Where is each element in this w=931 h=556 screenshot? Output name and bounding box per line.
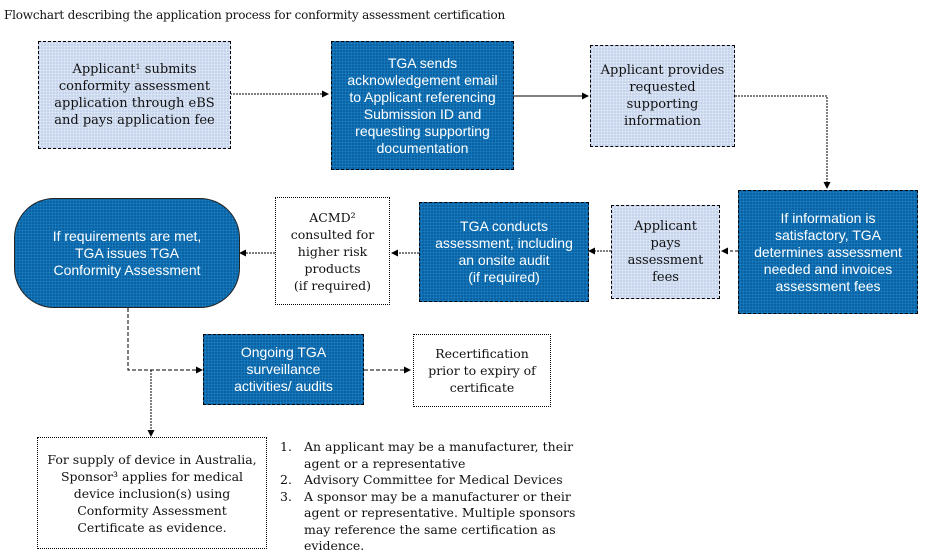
node-applicant-pays-fees: Applicant pays assessment fees — [611, 205, 720, 299]
footnotes-list: 1.An applicant may be a manufacturer, th… — [280, 439, 580, 555]
footnote-item: 3.A sponsor may be a manufacturer or the… — [280, 488, 576, 554]
node-sponsor-supply: For supply of device in Australia, Spons… — [37, 437, 267, 549]
arrow-provide-to-determine — [735, 95, 831, 189]
node-acmd-consulted: ACMD² consulted for higher risk products… — [275, 197, 390, 305]
node-tga-issues-certificate: If requirements are met, TGA issues TGA … — [14, 198, 240, 308]
footnote-item: 1.An applicant may be a manufacturer, th… — [280, 439, 574, 471]
footnote-item: 2.Advisory Committee for Medical Devices — [280, 472, 563, 487]
node-recertification: Recertification prior to expiry of certi… — [413, 334, 551, 407]
flowchart-title: Flowchart describing the application pro… — [4, 8, 506, 22]
node-tga-acknowledgement: TGA sends acknowledgement email to Appli… — [331, 41, 514, 170]
node-tga-conducts-assessment: TGA conducts assessment, including an on… — [419, 202, 589, 302]
node-ongoing-surveillance: Ongoing TGA surveillance activities/ aud… — [203, 334, 364, 405]
node-applicant-provides-info: Applicant provides requested supporting … — [590, 45, 735, 147]
node-applicant-submits: Applicant¹ submits conformity assessment… — [38, 41, 231, 149]
node-tga-determines-assessment: If information is satisfactory, TGA dete… — [738, 190, 918, 314]
arrow-issue-to-surveillance — [127, 308, 203, 374]
